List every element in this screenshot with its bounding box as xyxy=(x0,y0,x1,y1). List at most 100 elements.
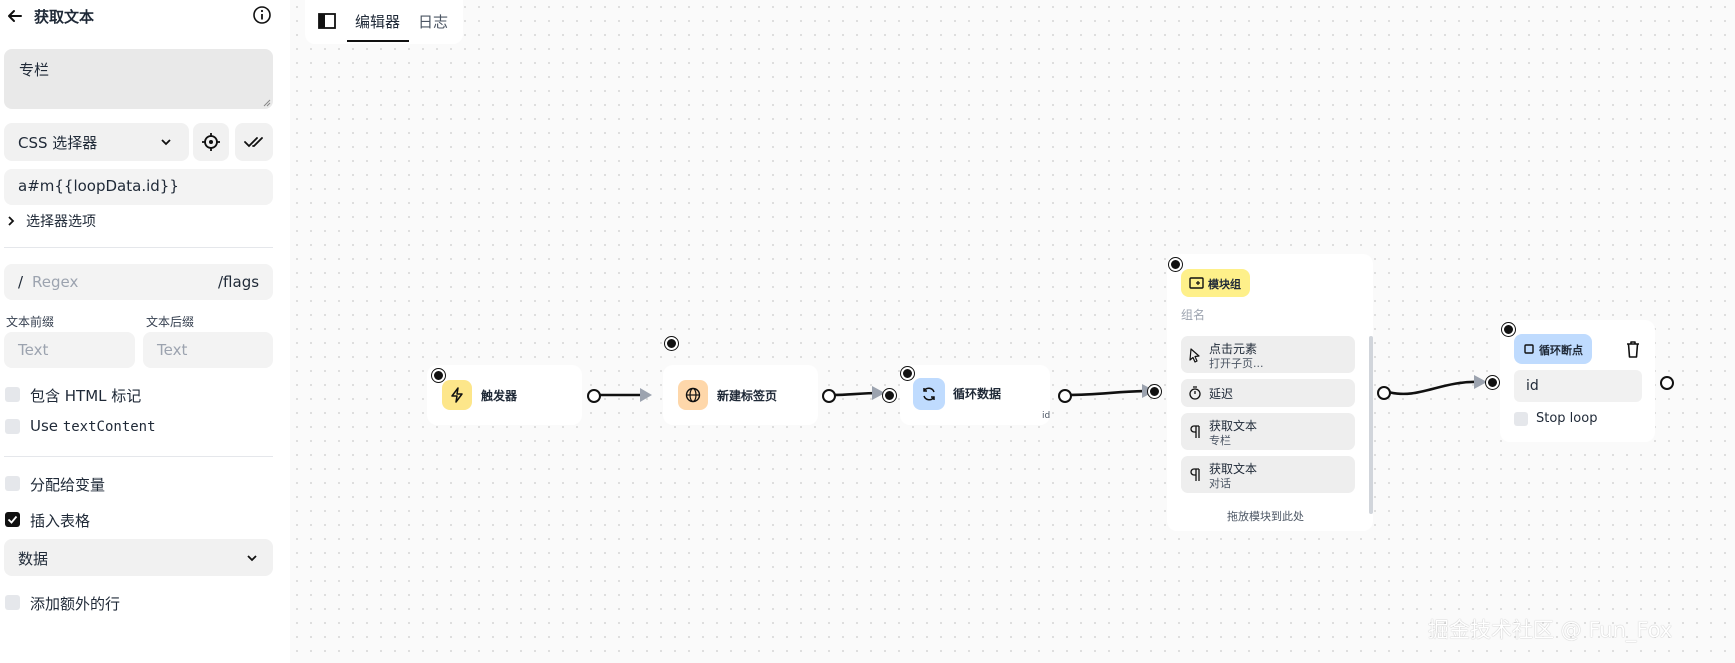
loop-id-value: id xyxy=(1526,378,1539,394)
loop-data-label: 循环数据 xyxy=(953,387,1002,401)
loop-breakpoint-label: 循环断点 xyxy=(1539,344,1583,357)
trigger-badge xyxy=(442,380,472,410)
loop-breakpoint-input-handle[interactable] xyxy=(1486,376,1499,389)
stop-icon xyxy=(1524,344,1534,354)
prefix-label: 文本前缀 xyxy=(6,315,55,329)
description-text: 专栏 xyxy=(19,61,50,79)
group-item-subtitle: 对话 xyxy=(1209,477,1231,490)
suffix-label: 文本后缀 xyxy=(146,315,195,329)
group-item-click-element[interactable]: 点击元素 打开子页... xyxy=(1181,336,1355,373)
new-tab-output-handle[interactable] xyxy=(822,389,836,403)
element-picker-button[interactable] xyxy=(193,123,229,161)
node-loop-breakpoint[interactable]: 循环断点 id Stop loop xyxy=(1500,320,1655,442)
group-item-title: 获取文本 xyxy=(1209,419,1258,433)
block-group-input-handle[interactable] xyxy=(1148,385,1161,398)
loop-data-output-handle[interactable] xyxy=(1058,389,1072,403)
insert-table-checkbox[interactable] xyxy=(5,512,20,527)
group-item-subtitle: 打开子页... xyxy=(1209,357,1264,370)
regex-placeholder: Regex xyxy=(32,273,79,291)
use-textcontent-checkbox[interactable] xyxy=(5,419,20,434)
table-column-select[interactable]: 数据 xyxy=(4,539,273,576)
crosshair-icon xyxy=(202,133,220,151)
node-loop-data[interactable]: 循环数据 id xyxy=(900,365,1050,425)
loop-id-input[interactable]: id xyxy=(1514,370,1642,402)
divider xyxy=(4,247,273,248)
verify-selector-button[interactable] xyxy=(235,123,273,161)
trigger-output-handle[interactable] xyxy=(587,389,601,403)
include-html-label: 包含 HTML 标记 xyxy=(30,387,142,405)
group-item-title: 获取文本 xyxy=(1209,462,1258,476)
workflow-canvas[interactable] xyxy=(290,0,1735,663)
new-tab-input-handle[interactable] xyxy=(665,337,678,350)
prefix-input[interactable]: Text xyxy=(4,332,135,368)
selector-type-label: CSS 选择器 xyxy=(18,134,98,152)
globe-icon xyxy=(685,387,701,403)
suffix-placeholder: Text xyxy=(157,341,188,359)
use-textcontent-label: Use textContent xyxy=(30,417,156,435)
add-extra-row-checkbox[interactable] xyxy=(5,595,20,610)
loop-breakpoint-top-handle[interactable] xyxy=(1502,323,1515,336)
group-item-title: 点击元素 xyxy=(1209,342,1258,356)
loop-output-label: id xyxy=(1042,411,1051,421)
loop-breakpoint-badge: 循环断点 xyxy=(1514,334,1592,364)
group-item-title: 延迟 xyxy=(1209,387,1234,401)
selector-input[interactable]: a#m{{loopData.id}} xyxy=(4,169,273,205)
stop-loop-checkbox[interactable] xyxy=(1514,412,1528,426)
arrow-left-icon[interactable] xyxy=(6,7,24,25)
watermark: 掘金技术社区 @ Fun_Fox xyxy=(1428,618,1673,642)
cursor-icon xyxy=(1189,348,1200,363)
group-item-subtitle: 专栏 xyxy=(1209,434,1231,447)
selector-options-toggle[interactable]: 选择器选项 xyxy=(26,214,96,230)
block-group-badge: 模块组 xyxy=(1181,269,1250,297)
node-new-tab[interactable]: 新建标签页 xyxy=(663,365,818,425)
node-trigger[interactable]: 触发器 xyxy=(427,365,582,425)
loop-data-top-handle[interactable] xyxy=(901,367,914,380)
prefix-placeholder: Text xyxy=(18,341,49,359)
chevron-right-icon[interactable] xyxy=(6,215,16,227)
info-icon[interactable] xyxy=(252,5,272,25)
group-item-delay[interactable]: 延迟 xyxy=(1181,379,1355,407)
folder-icon xyxy=(1189,277,1204,289)
chevron-down-icon xyxy=(161,139,171,146)
toggle-sidebar-icon[interactable] xyxy=(317,11,337,31)
editor-tabbar: 编辑器 日志 xyxy=(305,0,463,44)
check-icon xyxy=(7,515,18,524)
regex-prefix: / xyxy=(18,273,24,291)
resize-grip-icon[interactable] xyxy=(263,99,271,107)
paragraph-icon xyxy=(1190,468,1200,481)
node-block-group[interactable]: 模块组 组名 点击元素 打开子页... 延迟 获取文本 专栏 获取文本 对话 拖… xyxy=(1167,254,1373,531)
trigger-input-handle[interactable] xyxy=(432,369,445,382)
suffix-input[interactable]: Text xyxy=(143,332,273,368)
selector-value: a#m{{loopData.id}} xyxy=(18,177,179,195)
regex-input[interactable]: / Regex /flags xyxy=(4,264,273,300)
block-group-output-handle[interactable] xyxy=(1377,386,1391,400)
drop-hint: 拖放模块到此处 xyxy=(1227,510,1304,523)
block-title: 获取文本 xyxy=(34,8,95,26)
assign-variable-label: 分配给变量 xyxy=(30,476,106,494)
tab-editor[interactable]: 编辑器 xyxy=(355,13,401,31)
trigger-label: 触发器 xyxy=(481,389,518,403)
description-textarea[interactable]: 专栏 xyxy=(4,49,273,109)
textcontent-code: textContent xyxy=(62,419,156,435)
group-item-get-text-2[interactable]: 获取文本 对话 xyxy=(1181,456,1355,493)
loop-input-handle-left[interactable] xyxy=(883,389,896,402)
tab-logs[interactable]: 日志 xyxy=(418,13,449,31)
group-scrollbar[interactable] xyxy=(1369,336,1373,514)
assign-variable-checkbox[interactable] xyxy=(5,476,20,491)
sidebar-header: 获取文本 xyxy=(0,0,290,34)
divider xyxy=(4,456,273,457)
trash-icon[interactable] xyxy=(1625,340,1641,358)
group-item-get-text-1[interactable]: 获取文本 专栏 xyxy=(1181,413,1355,450)
active-tab-indicator xyxy=(347,40,409,42)
add-extra-row-label: 添加额外的行 xyxy=(30,595,121,613)
insert-table-label: 插入表格 xyxy=(30,512,91,530)
include-html-checkbox[interactable] xyxy=(5,387,20,402)
block-group-top-handle[interactable] xyxy=(1169,258,1182,271)
group-name-input[interactable]: 组名 xyxy=(1181,308,1206,322)
new-tab-label: 新建标签页 xyxy=(717,389,778,403)
refresh-icon xyxy=(923,387,935,401)
use-label: Use xyxy=(30,417,59,435)
new-tab-badge xyxy=(678,380,708,410)
selector-type-select[interactable]: CSS 选择器 xyxy=(4,123,189,161)
loop-breakpoint-output-handle[interactable] xyxy=(1660,376,1674,390)
